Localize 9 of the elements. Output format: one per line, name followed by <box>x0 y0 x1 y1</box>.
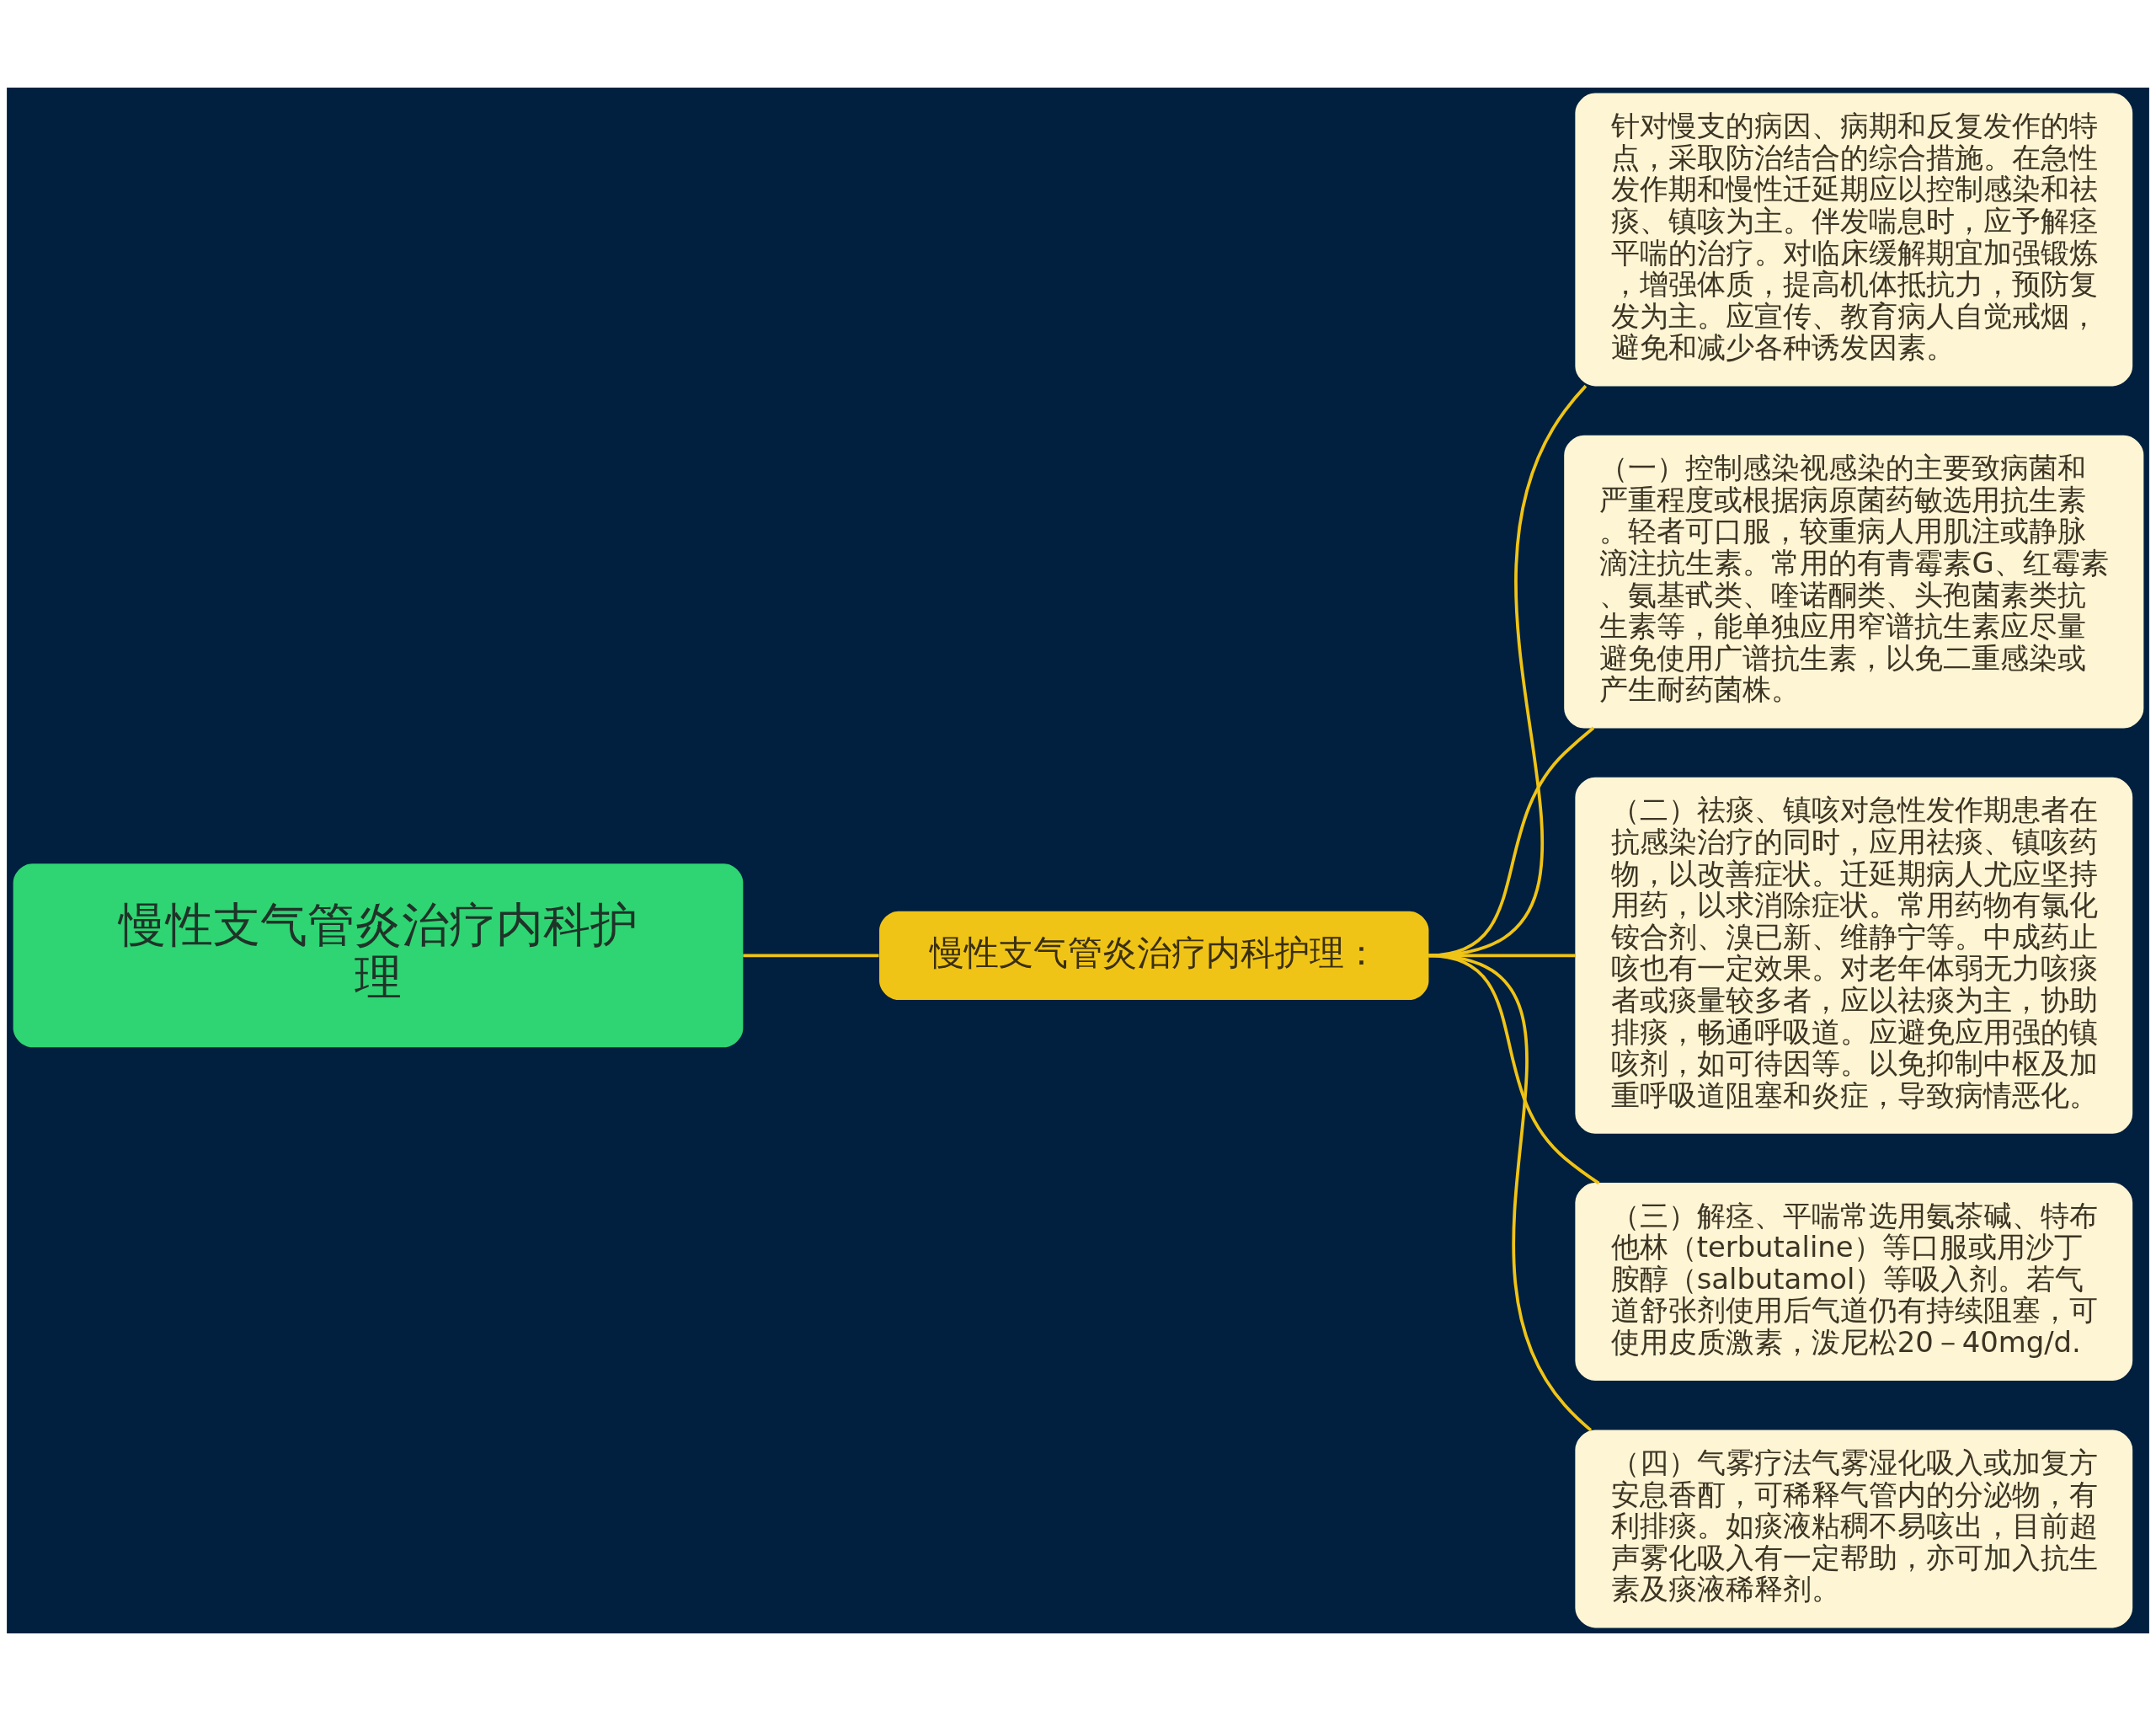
connector <box>1428 954 1593 1432</box>
node-box: 慢性支气管炎治疗内科护理： <box>879 911 1429 1000</box>
node-box: 针对慢支的病因、病期和反复发作的特点，采取防治结合的综合措施。在急性发作期和慢性迁延期应以控制感染和祛痰、镇咳为主。伴发喘息时，应予解痉平喘的治疗。对临床缓解期宜加强锻炼，增强体质，提高机体抵抗力，预防复发为主。应宣传、教育病人自觉戒烟，避免和减少各种诱发因素。 <box>1575 93 2133 387</box>
node-box: （三）解痉、平喘常选用氨茶碱、特布他林（terbutaline）等口服或用沙丁胺醇（salbutamol）等吸入剂。若气道舒张剂使用后气道仍有持续阻塞，可使用皮质激素，泼尼松20－40mg/d. <box>1575 1183 2133 1382</box>
node-box: （一）控制感染视感染的主要致病菌和严重程度或根据病原菌药敏选用抗生素。轻者可口服，较重病人用肌注或静脉滴注抗生素。常用的有青霉素G、红霉素、氨基甙类、喹诺酮类、头孢菌素类抗生素等，能单独应用窄谱抗生素应尽量避免使用广谱抗生素，以免二重感染或产生耐药菌株。 <box>1564 435 2144 729</box>
node-box: 慢性支气管炎治疗内科护理 <box>13 863 744 1048</box>
connector <box>743 954 879 958</box>
node-box: （四）气雾疗法气雾湿化吸入或加复方安息香酊，可稀释气管内的分泌物，有利排痰。如痰液粘稠不易咳出，目前超声雾化吸入有一定帮助，亦可加入抗生素及痰液稀释剂。 <box>1575 1430 2133 1628</box>
node-box: （二）祛痰、镇咳对急性发作期患者在抗感染治疗的同时，应用祛痰、镇咳药物，以改善症状。迁延期病人尤应坚持用药，以求消除症状。常用药物有氯化铵合剂、溴已新、维静宁等。中成药止咳也有一定效果。对老年体弱无力咳痰者或痰量较多者，应以祛痰为主，协助排痰，畅通呼吸道。应避免应用强的镇咳剂，如可待因等。以免抑制中枢及加重呼吸道阻塞和炎症，导致病情恶化。 <box>1575 777 2133 1134</box>
